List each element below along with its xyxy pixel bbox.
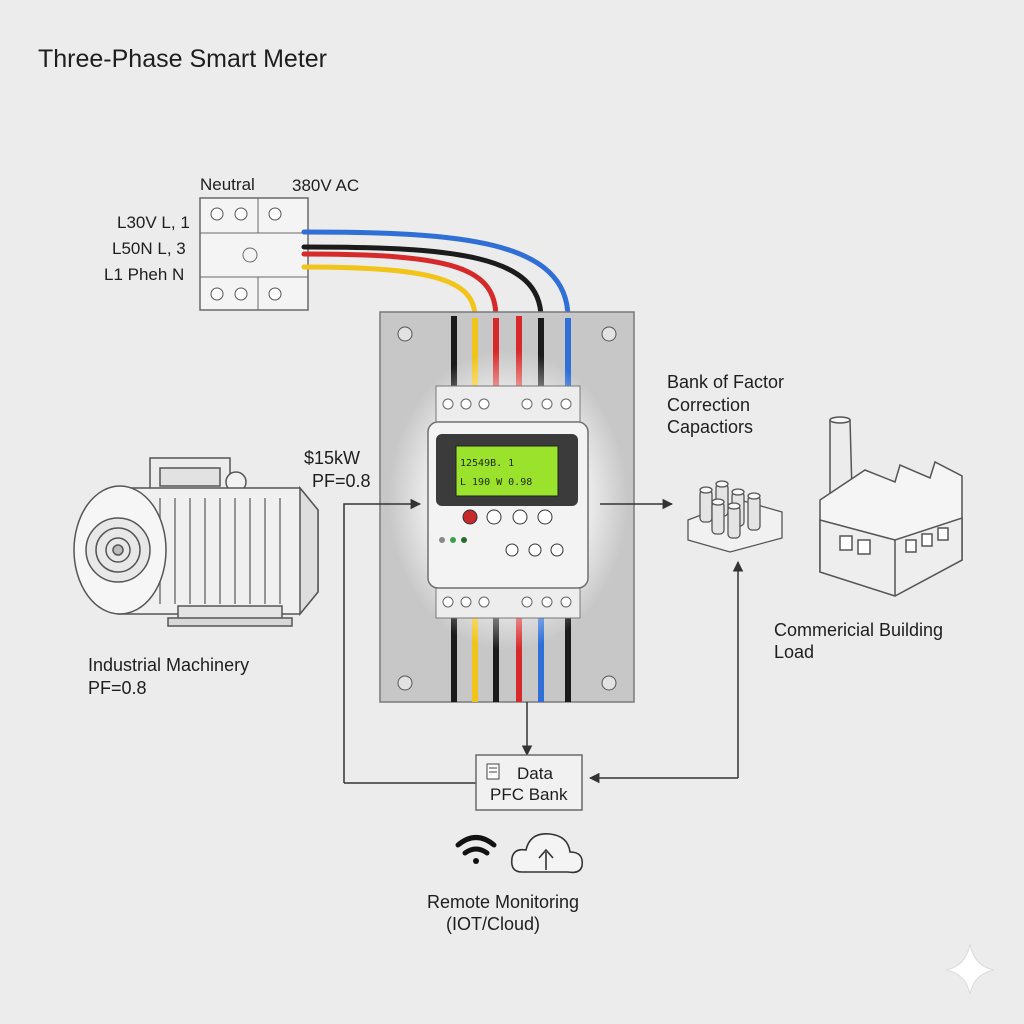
remote-label-line-1: Remote Monitoring — [427, 892, 580, 912]
factory-building-icon — [819, 416, 963, 597]
building-label-line-2: Load — [774, 642, 815, 662]
meter-button-red[interactable] — [462, 509, 478, 525]
meter-button[interactable] — [486, 509, 502, 525]
capacitor-bank-icon — [687, 480, 783, 553]
document-icon — [486, 763, 500, 780]
meter-button[interactable] — [505, 543, 519, 557]
machinery-name-label: Industrial Machinery — [88, 655, 250, 675]
cloud-upload-icon — [510, 833, 584, 874]
machinery-pf-label: PF=0.8 — [88, 678, 147, 698]
terminal-label-1: L30V L, 1 — [117, 213, 190, 232]
incoming-cables — [301, 229, 571, 321]
capacitor-label-line-1: Bank of Factor — [667, 372, 785, 392]
terminal-label-3: L1 Pheh N — [104, 265, 185, 284]
page-title: Three-Phase Smart Meter — [38, 45, 327, 73]
svg-text:12549B. 1 L 190 W 0.98: 12549B. 1 L 190 W 0.98 — [460, 458, 532, 488]
meter-button[interactable] — [537, 509, 553, 525]
motor-icon — [73, 457, 319, 627]
wifi-icon — [455, 835, 497, 864]
meter-button[interactable] — [550, 543, 564, 557]
meter-button[interactable] — [512, 509, 528, 525]
machinery-power-label: $15kW — [304, 448, 361, 468]
smart-meter: 12549B. 1 L 190 W 0.98 — [427, 385, 589, 619]
building-label-line-1: Commericial Building — [774, 620, 944, 640]
data-box-line-1: Data — [517, 764, 553, 783]
capacitor-label-line-3: Capactiors — [667, 417, 754, 437]
sparkle-icon — [945, 943, 995, 995]
lcd-line-2: L 190 W 0.98 — [460, 477, 532, 488]
meter-buttons — [462, 509, 564, 557]
neutral-label: Neutral — [200, 175, 255, 194]
voltage-label: 380V AC — [292, 176, 360, 195]
panel-screw-icon — [397, 326, 617, 691]
machinery-pf-top-label: PF=0.8 — [312, 471, 371, 491]
terminal-label-2: L50N L, 3 — [112, 239, 186, 258]
data-box-line-2: PFC Bank — [490, 785, 568, 804]
lcd-line-1: 12549B. 1 — [460, 458, 514, 469]
terminal-screw-icon — [210, 207, 282, 301]
supply-terminal-block — [199, 197, 309, 311]
meter-terminal-screw-icon — [442, 398, 572, 608]
lcd-display — [455, 445, 559, 497]
signal-lines — [343, 498, 744, 784]
data-pfc-box: Data PFC Bank — [475, 754, 583, 811]
remote-label-line-2: (IOT/Cloud) — [446, 914, 541, 934]
meter-button[interactable] — [528, 543, 542, 557]
capacitor-label-line-2: Correction — [667, 395, 751, 415]
status-led-icon — [439, 537, 467, 543]
